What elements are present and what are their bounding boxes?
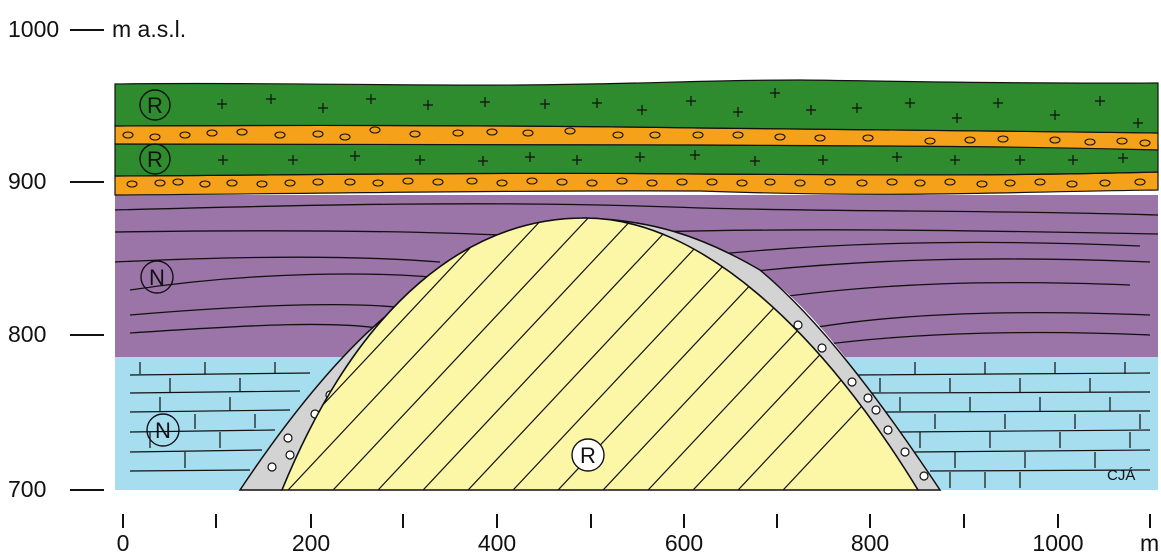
unit-label-r-upper: R bbox=[139, 89, 171, 121]
unit-label-n-blue: N bbox=[146, 413, 180, 447]
y-tick-label-800: 800 bbox=[8, 321, 46, 347]
x-axis-labels: 0 200 400 600 800 1000 m bbox=[117, 530, 1160, 554]
x-axis bbox=[122, 514, 1151, 528]
unit-label-n-purple: N bbox=[140, 260, 174, 294]
unit-code-r-lower: R bbox=[147, 147, 163, 172]
x-tick-label-600: 600 bbox=[665, 530, 703, 554]
unit-code-n-purple: N bbox=[149, 265, 165, 290]
y-tick-label-1000: 1000 bbox=[8, 16, 59, 42]
y-tick-label-700: 700 bbox=[8, 476, 46, 502]
purple-layer bbox=[115, 195, 1158, 357]
author-signature: CJÁ bbox=[1107, 467, 1135, 484]
y-axis: 1000 m a.s.l. 900 800 700 bbox=[8, 16, 186, 502]
upper-green-layer bbox=[114, 79, 1159, 134]
x-axis-unit: m bbox=[1140, 530, 1159, 554]
x-tick-label-400: 400 bbox=[478, 530, 516, 554]
x-tick-label-200: 200 bbox=[292, 530, 330, 554]
upper-orange-band bbox=[114, 124, 1159, 151]
unit-label-r-dome: R bbox=[571, 438, 605, 472]
y-axis-unit: m a.s.l. bbox=[112, 16, 186, 42]
x-tick-label-800: 800 bbox=[851, 530, 889, 554]
unit-code-r-upper: R bbox=[147, 93, 163, 118]
x-tick-label-1000: 1000 bbox=[1032, 530, 1083, 554]
lower-green-layer bbox=[114, 143, 1159, 177]
x-tick-label-0: 0 bbox=[117, 530, 130, 554]
y-tick-label-900: 900 bbox=[8, 168, 46, 194]
unit-code-n-blue: N bbox=[155, 418, 171, 443]
unit-code-r-dome: R bbox=[580, 443, 596, 468]
unit-label-r-lower: R bbox=[139, 143, 171, 175]
